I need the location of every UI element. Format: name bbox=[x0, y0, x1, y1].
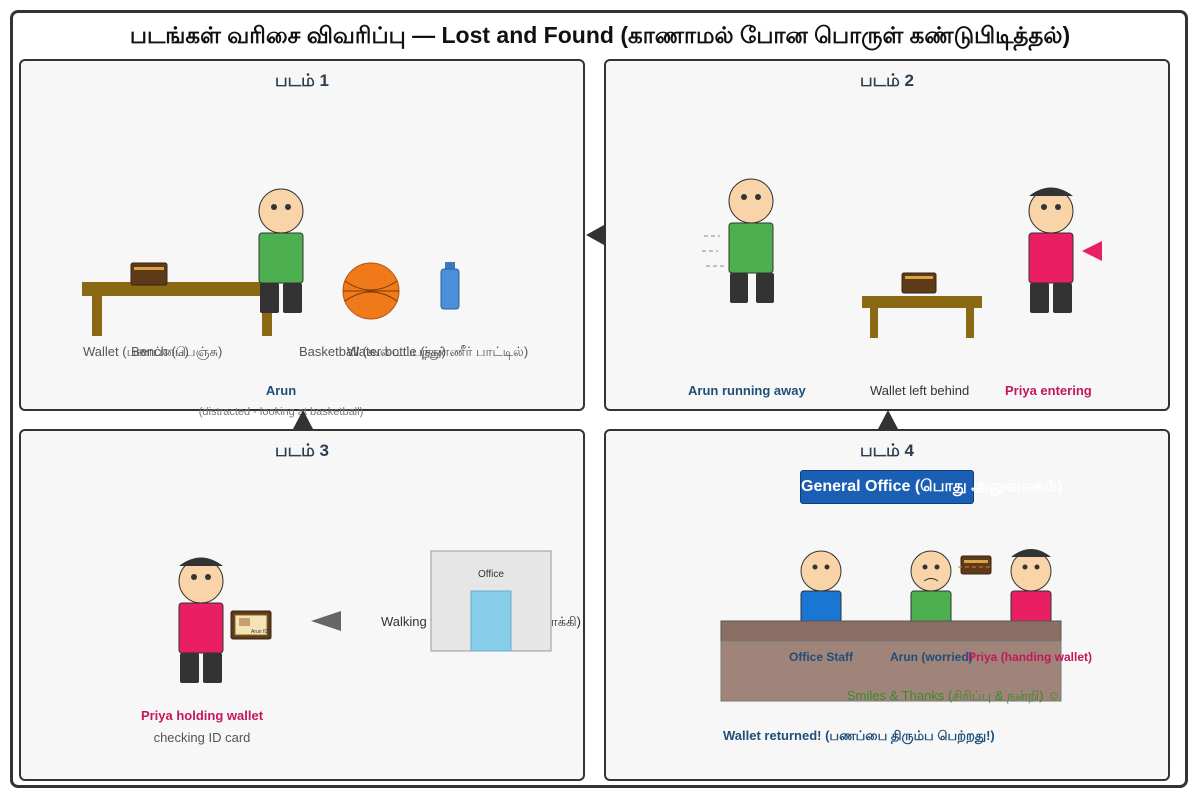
water-bottle-icon bbox=[440, 262, 460, 310]
basketball-label: Basketball (கூடைப்பந்து) bbox=[299, 344, 446, 359]
bench bbox=[862, 296, 982, 338]
panel-title: படம் 2 bbox=[859, 71, 915, 90]
panel-1: படம் 1 bbox=[19, 59, 585, 418]
priya-figure bbox=[1010, 549, 1052, 628]
wallet-icon bbox=[901, 272, 937, 294]
bench-label: Bench (பெஞ்சு) bbox=[131, 344, 223, 359]
walking-label-tail: Walking to office (அலுவலகம் நோக்கி) bbox=[551, 614, 581, 629]
motion-lines bbox=[702, 235, 724, 267]
panel-4: படம் 4 General Office (பொது அலுவலகம்) bbox=[604, 429, 1170, 781]
wallet-returned-label: Wallet returned! (பணப்பை திரும்ப பெற்றது… bbox=[723, 728, 995, 743]
entering-arrow-icon bbox=[1082, 241, 1102, 261]
flow-arrow-3-1-icon bbox=[293, 410, 313, 429]
smiles-label: Smiles & Thanks (சிரிப்பு & நன்றி) ☺ bbox=[847, 688, 1061, 703]
wallet-left-label: Wallet left behind bbox=[870, 383, 970, 398]
panel-title: படம் 1 bbox=[274, 71, 330, 90]
office-sign: Office bbox=[478, 569, 504, 580]
priya-entering-label: Priya entering bbox=[1005, 383, 1092, 398]
panel-title: படம் 4 bbox=[859, 441, 915, 460]
arun-figure bbox=[910, 550, 952, 628]
panel-2-scene bbox=[702, 178, 1102, 338]
arun-figure bbox=[728, 178, 774, 303]
office-staff-figure bbox=[800, 550, 842, 628]
priya-figure bbox=[178, 557, 224, 683]
page-title: படங்கள் வரிசை விவரிப்பு — Lost and Found… bbox=[129, 22, 1071, 48]
checking-id-label: checking ID card bbox=[153, 730, 251, 745]
panel-3-scene: Arun ID Office bbox=[178, 550, 552, 683]
wallet-icon bbox=[130, 262, 168, 286]
arun-label: Arun bbox=[265, 383, 297, 398]
office-staff-label: Office Staff bbox=[789, 650, 854, 664]
office-building bbox=[430, 550, 552, 652]
wallet-icon bbox=[960, 555, 992, 575]
flow-arrow-2-4-icon bbox=[878, 410, 898, 429]
wallet-id-card-icon bbox=[230, 610, 272, 640]
panel-4-scene bbox=[720, 549, 1062, 702]
bench bbox=[82, 282, 272, 336]
priya-handing-label: Priya (handing wallet) bbox=[968, 650, 1093, 664]
office-desk bbox=[720, 620, 1062, 702]
basketball-icon bbox=[342, 262, 400, 320]
arun-note: (distracted - looking at basketball) bbox=[198, 406, 364, 418]
priya-figure bbox=[1028, 187, 1074, 313]
flow-arrow-1-2-icon bbox=[586, 225, 604, 245]
panel-title: படம் 3 bbox=[274, 441, 330, 460]
priya-holding-label: Priya holding wallet bbox=[140, 708, 264, 723]
arun-running-label: Arun running away bbox=[688, 383, 806, 398]
walking-arrow-icon bbox=[311, 611, 341, 631]
panel-1-scene bbox=[82, 188, 460, 336]
panel-2: படம் 2 bbox=[604, 59, 1170, 411]
arun-worried-label: Arun (worried) bbox=[890, 650, 973, 664]
wallet-label: Wallet (பணப்பை) bbox=[83, 344, 189, 359]
id-card-text: Arun ID bbox=[251, 629, 268, 635]
panel-3: படம் 3 Arun ID Office Walking to office … bbox=[19, 429, 585, 781]
arun-figure bbox=[258, 188, 304, 313]
walking-label: Walking to office (அலுவலகம் நோக்கி) bbox=[381, 614, 431, 629]
water-bottle-label: Water bottle (தண்ணீர் பாட்டில்) bbox=[347, 344, 529, 359]
